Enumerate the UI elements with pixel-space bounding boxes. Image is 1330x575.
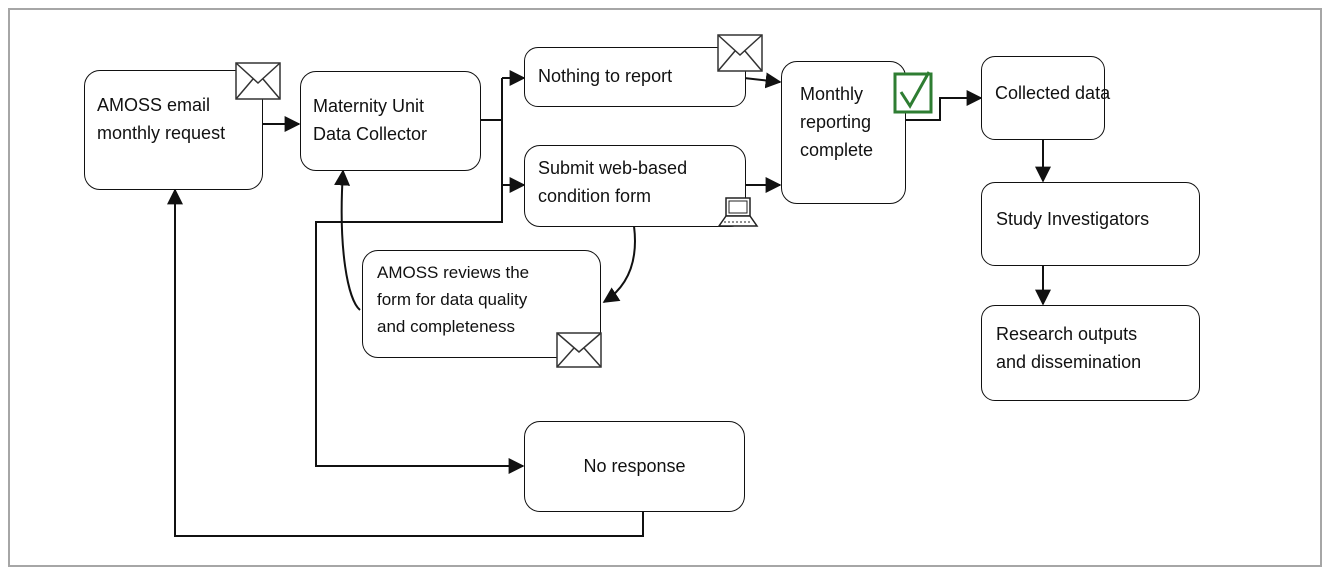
node-label-line: No response — [583, 456, 686, 476]
laptop-icon — [717, 197, 759, 227]
node-collected-data: Collected data — [981, 56, 1111, 140]
node-no-response: No response — [524, 421, 745, 512]
node-label-line: Study Investigators — [996, 209, 1150, 229]
diagram-frame — [8, 8, 1322, 567]
node-reporting-complete: Monthly reporting complete — [781, 61, 906, 204]
node-nothing-to-report: Nothing to report — [524, 47, 746, 107]
node-label-line: monthly request — [97, 123, 226, 143]
node-label-line: reporting — [800, 112, 872, 132]
node-data-collector: Maternity Unit Data Collector — [300, 71, 481, 171]
arrow-collector-branch — [480, 78, 503, 121]
node-label-line: Maternity Unit — [313, 96, 425, 116]
node-research-outputs: Research outputs and dissemination — [981, 305, 1200, 401]
envelope-icon — [556, 332, 602, 368]
node-label-line: and dissemination — [996, 352, 1142, 372]
node-label-line: Research outputs — [996, 324, 1138, 344]
node-label-line: AMOSS email — [97, 95, 211, 115]
node-label-line: form for data quality — [377, 290, 528, 309]
node-label-line: Data Collector — [313, 124, 428, 144]
node-label-line: Nothing to report — [538, 66, 673, 86]
arrow-nothing-to-complete — [743, 72, 782, 89]
node-label-line: condition form — [538, 186, 652, 206]
arrow-to-submit-form — [501, 120, 526, 193]
node-label-line: AMOSS reviews the — [377, 263, 530, 282]
envelope-icon — [235, 62, 281, 100]
node-label-line: and completeness — [377, 317, 515, 336]
envelope-icon — [717, 34, 763, 72]
node-label-line: Submit web-based — [538, 158, 688, 178]
node-label-line: Collected data — [995, 83, 1111, 103]
arrow-form-to-reviews — [602, 225, 636, 303]
checkbox-tick-icon — [893, 71, 933, 114]
arrow-complete-to-collected — [905, 90, 983, 121]
node-amoss-request: AMOSS email monthly request — [84, 70, 263, 190]
node-label-line: complete — [800, 140, 874, 160]
arrow-no-response-to-request — [167, 188, 644, 537]
node-submit-form: Submit web-based condition form — [524, 145, 746, 227]
arrow-reviews-to-collector — [334, 169, 361, 311]
arrow-to-no-response — [315, 185, 525, 474]
node-label-line: Monthly — [800, 84, 864, 104]
node-study-investigators: Study Investigators — [981, 182, 1200, 266]
